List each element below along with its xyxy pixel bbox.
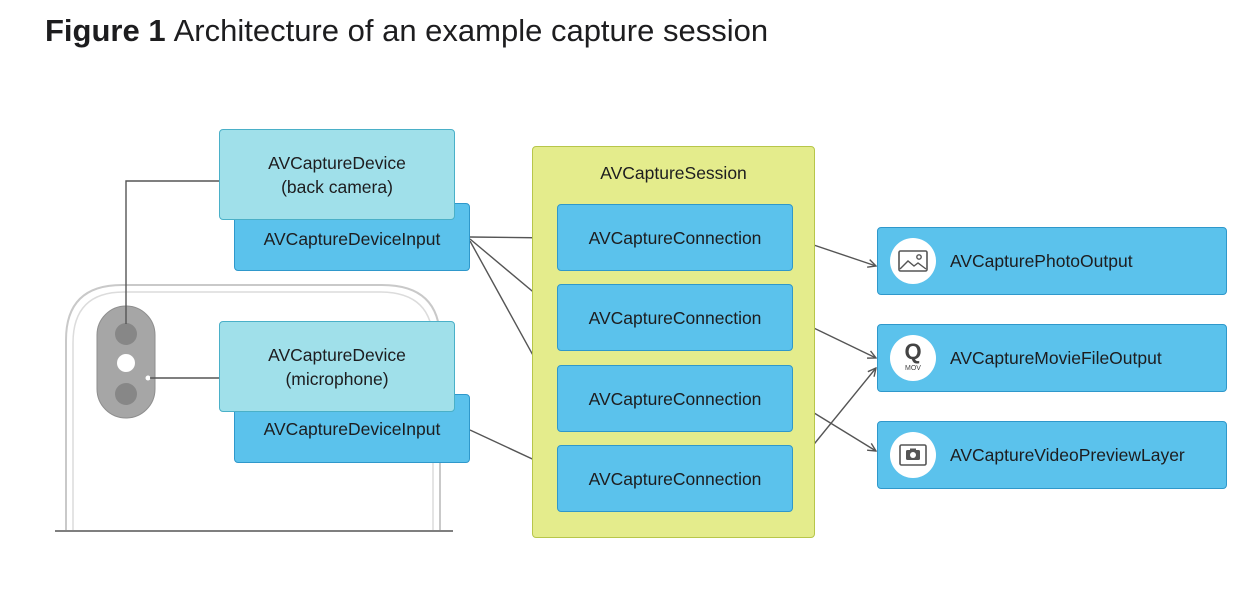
camera-lens-top <box>115 323 137 345</box>
capture-connection-label: AVCaptureConnection <box>588 388 762 409</box>
camera-icon <box>890 432 936 478</box>
output-movie-file[interactable]: Q MOV AVCaptureMovieFileOutput <box>877 324 1227 392</box>
output-photo-label: AVCapturePhotoOutput <box>950 251 1133 271</box>
capture-device-microphone-name: AVCaptureDevice <box>268 344 406 365</box>
device-leader-lines <box>125 180 222 379</box>
mic-hole <box>145 375 151 381</box>
capture-connection-1[interactable]: AVCaptureConnection <box>557 204 793 271</box>
capture-device-camera-name: AVCaptureDevice <box>268 152 406 173</box>
capture-connection-2[interactable]: AVCaptureConnection <box>557 284 793 351</box>
output-photo[interactable]: AVCapturePhotoOutput <box>877 227 1227 295</box>
quicktime-mov-icon: Q MOV <box>890 335 936 381</box>
capture-device-microphone-detail: (microphone) <box>285 368 389 389</box>
device-input-camera-label: AVCaptureDeviceInput <box>263 229 441 249</box>
output-preview-layer[interactable]: AVCaptureVideoPreviewLayer <box>877 421 1227 489</box>
iphone-illustration <box>55 284 453 532</box>
capture-connection-label: AVCaptureConnection <box>588 468 762 489</box>
capture-connection-4[interactable]: AVCaptureConnection <box>557 445 793 512</box>
figure-number: Figure 1 <box>45 13 166 48</box>
flash <box>117 354 135 372</box>
output-preview-layer-label: AVCaptureVideoPreviewLayer <box>950 445 1185 465</box>
capture-session-label: AVCaptureSession <box>600 163 747 183</box>
capture-device-camera-detail: (back camera) <box>281 176 393 197</box>
capture-device-camera[interactable]: AVCaptureDevice (back camera) <box>219 129 455 220</box>
capture-connection-label: AVCaptureConnection <box>588 307 762 328</box>
output-movie-file-label: AVCaptureMovieFileOutput <box>950 348 1162 368</box>
device-input-microphone-label: AVCaptureDeviceInput <box>263 418 441 439</box>
capture-connection-3[interactable]: AVCaptureConnection <box>557 365 793 432</box>
photo-icon <box>890 238 936 284</box>
mov-caption: MOV <box>905 365 921 372</box>
figure-caption: Architecture of an example capture sessi… <box>173 13 769 48</box>
capture-connection-label: AVCaptureConnection <box>588 227 762 248</box>
capture-device-microphone[interactable]: AVCaptureDevice (microphone) <box>219 321 455 412</box>
camera-lens-bottom <box>115 383 137 405</box>
